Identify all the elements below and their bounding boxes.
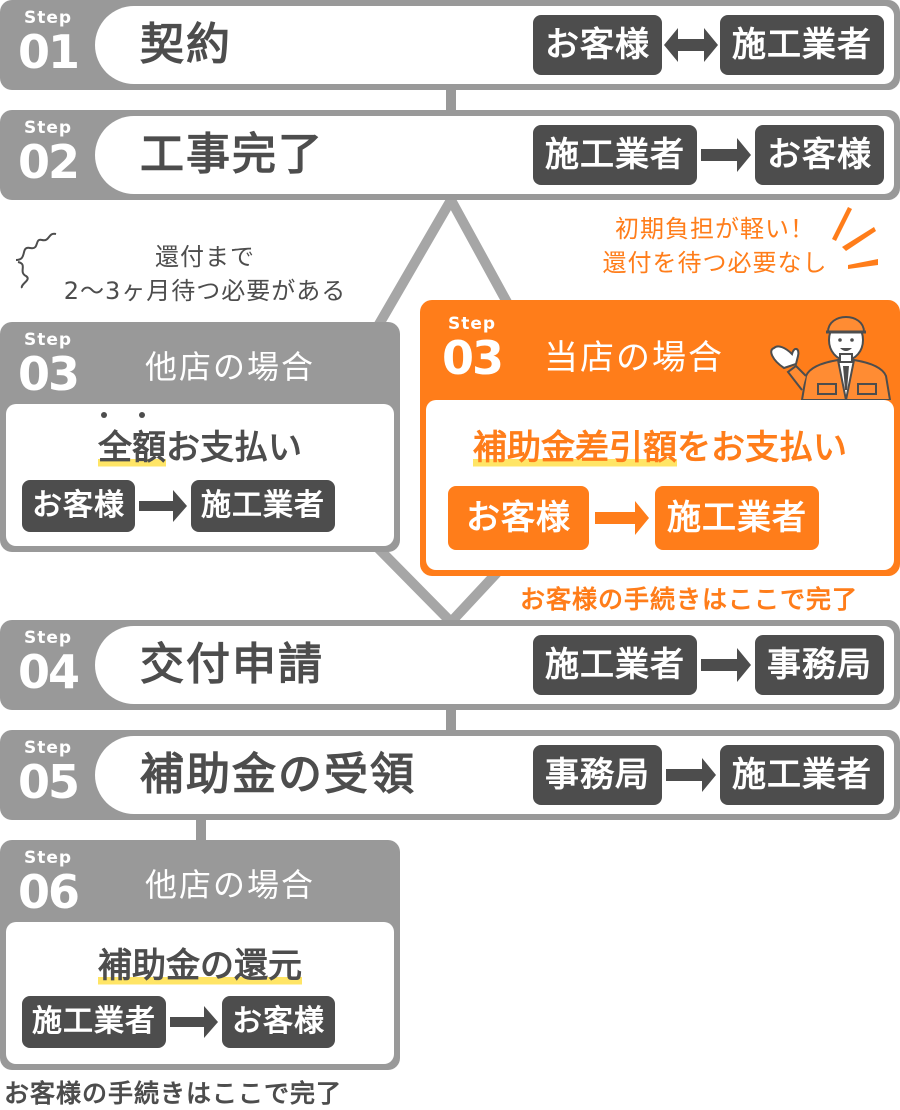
step-02-title: 工事完了 xyxy=(140,129,324,180)
step-03-other-title: 他店の場合 xyxy=(145,348,316,386)
step-03-our-title: 当店の場合 xyxy=(544,338,724,378)
our-shop-note: 初期負担が軽い！ 還付を待つ必要なし xyxy=(602,215,828,277)
connector-05-06 xyxy=(196,816,206,842)
flow-from: 事務局 xyxy=(533,745,662,805)
payment-highlight: 補助金の還元 xyxy=(98,946,302,986)
step-06-badge: Step 06 xyxy=(18,848,80,919)
right-arrow-icon xyxy=(135,480,191,532)
step-03-our-shop: Step 03 当店の場合 補助金差引額をお支払い お客様 施工業 xyxy=(420,300,900,576)
flow-to: 施工業者 xyxy=(720,15,884,75)
double-arrow-icon xyxy=(662,15,720,75)
step-06-flow: 施工業者 お客様 xyxy=(22,996,335,1048)
step-03-other-badge: Step 03 xyxy=(18,330,80,401)
step-04-badge: Step 04 xyxy=(18,628,80,699)
flow-from: 施工業者 xyxy=(533,125,697,185)
step-03-other-flow: お客様 施工業者 xyxy=(22,480,335,532)
payment-text: 補助金差引額をお支払い xyxy=(473,428,847,468)
step-06-complete-note: お客様の手続きはここで完了 xyxy=(4,1079,343,1108)
step-03-our-badge: Step 03 xyxy=(442,314,504,385)
step-02-flow: 施工業者 お客様 xyxy=(533,124,884,186)
emphasis-lines-icon xyxy=(832,207,878,269)
flow-to: 施工業者 xyxy=(191,480,335,532)
step-04-title: 交付申請 xyxy=(140,639,324,690)
emphasis-dot-icon xyxy=(139,412,145,418)
connector-04-05 xyxy=(446,706,456,732)
step-04-row: Step 04 交付申請 施工業者 事務局 xyxy=(0,620,900,710)
step-05-title: 補助金の受領 xyxy=(140,749,416,800)
step-01-badge: Step 01 xyxy=(18,8,80,79)
step-01-row: Step 01 契約 お客様 施工業者 xyxy=(0,0,900,90)
flow-from: お客様 xyxy=(533,15,662,75)
payment-highlight: 補助金差引額 xyxy=(473,428,677,468)
right-arrow-icon xyxy=(166,996,222,1048)
flow-to: 事務局 xyxy=(755,635,884,695)
payment-text: 全額お支払い xyxy=(98,428,302,468)
zigzag-shock-icon xyxy=(15,232,57,289)
step-01-title: 契約 xyxy=(140,19,232,70)
step-03-our-flow: お客様 施工業者 xyxy=(448,486,819,550)
flow-to: お客様 xyxy=(222,996,335,1048)
flow-from: お客様 xyxy=(22,480,135,532)
payment-highlight: 全額 xyxy=(98,428,166,468)
step-05-flow: 事務局 施工業者 xyxy=(533,744,884,806)
step-06-other-shop: Step 06 他店の場合 補助金の還元 施工業者 お客様 xyxy=(0,840,400,1070)
flow-to: お客様 xyxy=(755,125,884,185)
flow-from: お客様 xyxy=(448,486,589,550)
step-02-badge: Step 02 xyxy=(18,118,80,189)
right-arrow-icon xyxy=(697,635,755,695)
connector-01-02 xyxy=(446,88,456,112)
worker-illustration-icon xyxy=(770,316,892,400)
step-05-row: Step 05 補助金の受領 事務局 施工業者 xyxy=(0,730,900,820)
other-shop-note: 還付まで 2〜3ヶ月待つ必要がある xyxy=(63,243,347,305)
payment-text: 補助金の還元 xyxy=(6,938,394,987)
emphasis-dot-icon xyxy=(101,412,107,418)
flow-to: 施工業者 xyxy=(720,745,884,805)
step-01-flow: お客様 施工業者 xyxy=(533,14,884,76)
right-arrow-icon xyxy=(697,125,755,185)
flow-from: 施工業者 xyxy=(22,996,166,1048)
step-03-our-panel: 補助金差引額をお支払い お客様 施工業者 xyxy=(426,400,894,570)
right-arrow-icon xyxy=(589,486,655,550)
flow-to: 施工業者 xyxy=(655,486,819,550)
step-04-flow: 施工業者 事務局 xyxy=(533,634,884,696)
our-shop-complete-note: お客様の手続きはここで完了 xyxy=(520,585,859,614)
step-03-other-panel: 全額お支払い お客様 施工業者 xyxy=(6,404,394,546)
right-arrow-icon xyxy=(662,745,720,805)
step-05-badge: Step 05 xyxy=(18,738,80,809)
flow-from: 施工業者 xyxy=(533,635,697,695)
step-03-other-shop: Step 03 他店の場合 全額お支払い お客様 施工業者 xyxy=(0,322,400,552)
step-02-row: Step 02 工事完了 施工業者 お客様 xyxy=(0,110,900,200)
step-06-title: 他店の場合 xyxy=(145,866,316,904)
step-06-panel: 補助金の還元 施工業者 お客様 xyxy=(6,922,394,1064)
